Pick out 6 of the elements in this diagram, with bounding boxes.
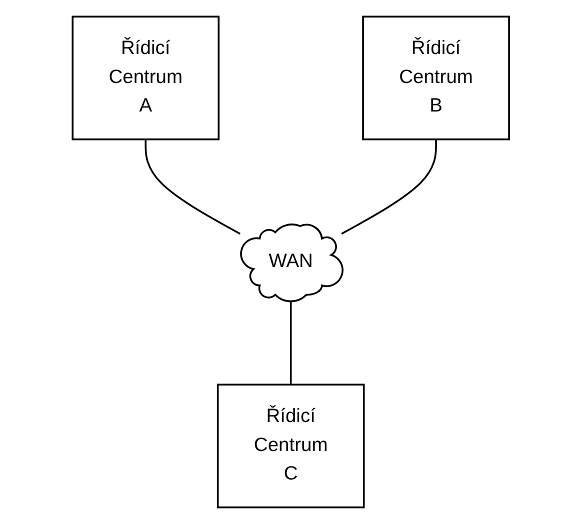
- connector: [341, 139, 438, 235]
- node-box: Řídicí Centrum C: [217, 384, 365, 508]
- connector: [144, 139, 241, 235]
- node-box: Řídicí Centrum A: [72, 16, 220, 140]
- node-box: Řídicí Centrum B: [362, 16, 510, 140]
- connector: [290, 300, 292, 385]
